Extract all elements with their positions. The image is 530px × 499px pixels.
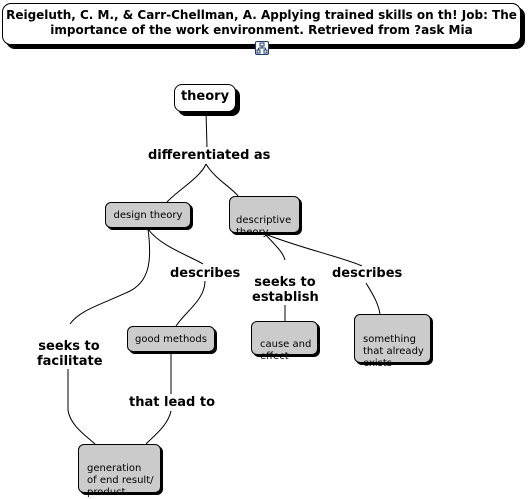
node-design-theory[interactable]: design theory — [105, 202, 191, 228]
node-cause-and-effect-label: cause and effect — [260, 339, 312, 362]
link-seeks-to-establish: seeks to establish — [252, 260, 319, 305]
link-differentiated-as: differentiated as — [148, 148, 271, 163]
node-generation-label: generation of end result/ product — [87, 463, 154, 498]
connector-describes-to-something — [365, 282, 381, 315]
node-theory[interactable]: theory — [174, 84, 236, 112]
node-good-methods-label: good methods — [135, 334, 207, 345]
node-something-exists-label: something that already exists — [363, 334, 424, 369]
concept-map-icon[interactable] — [255, 41, 269, 55]
node-good-methods[interactable]: good methods — [127, 326, 215, 352]
node-theory-label: theory — [180, 89, 230, 104]
citation-line-1: Reigeluth, C. M., & Carr-Chellman, A. Ap… — [6, 8, 517, 22]
connector-facilitate-to-generation — [67, 355, 96, 445]
connector-leadto-to-generation — [145, 410, 172, 445]
citation-header: Reigeluth, C. M., & Carr-Chellman, A. Ap… — [2, 3, 521, 45]
connector-descriptive-to-describes — [264, 233, 363, 267]
connector-theory-to-label — [205, 111, 208, 148]
node-design-theory-label: design theory — [113, 210, 183, 221]
citation-line-2: importance of the work environment. Retr… — [50, 23, 473, 37]
link-that-lead-to: that lead to — [129, 395, 216, 410]
connector-label-to-design — [166, 163, 207, 203]
connector-design-to-describes — [147, 228, 204, 265]
node-something-exists[interactable]: something that already exists — [354, 314, 431, 369]
link-describes-design: describes — [170, 266, 241, 281]
link-describes-descriptive: describes — [332, 266, 403, 281]
connector-design-to-facilitate — [69, 228, 151, 325]
node-generation[interactable]: generation of end result/ product — [78, 444, 161, 498]
connector-label-to-descriptive — [205, 163, 239, 197]
node-descriptive-theory-label: descriptive theory — [236, 215, 292, 238]
node-cause-and-effect[interactable]: cause and effect — [251, 321, 318, 362]
connector-descriptive-to-establish — [264, 233, 286, 261]
link-seeks-to-facilitate: seeks to facilitate — [37, 324, 103, 369]
node-descriptive-theory[interactable]: descriptive theory — [229, 196, 300, 238]
connector-describes-to-methods — [175, 280, 206, 327]
